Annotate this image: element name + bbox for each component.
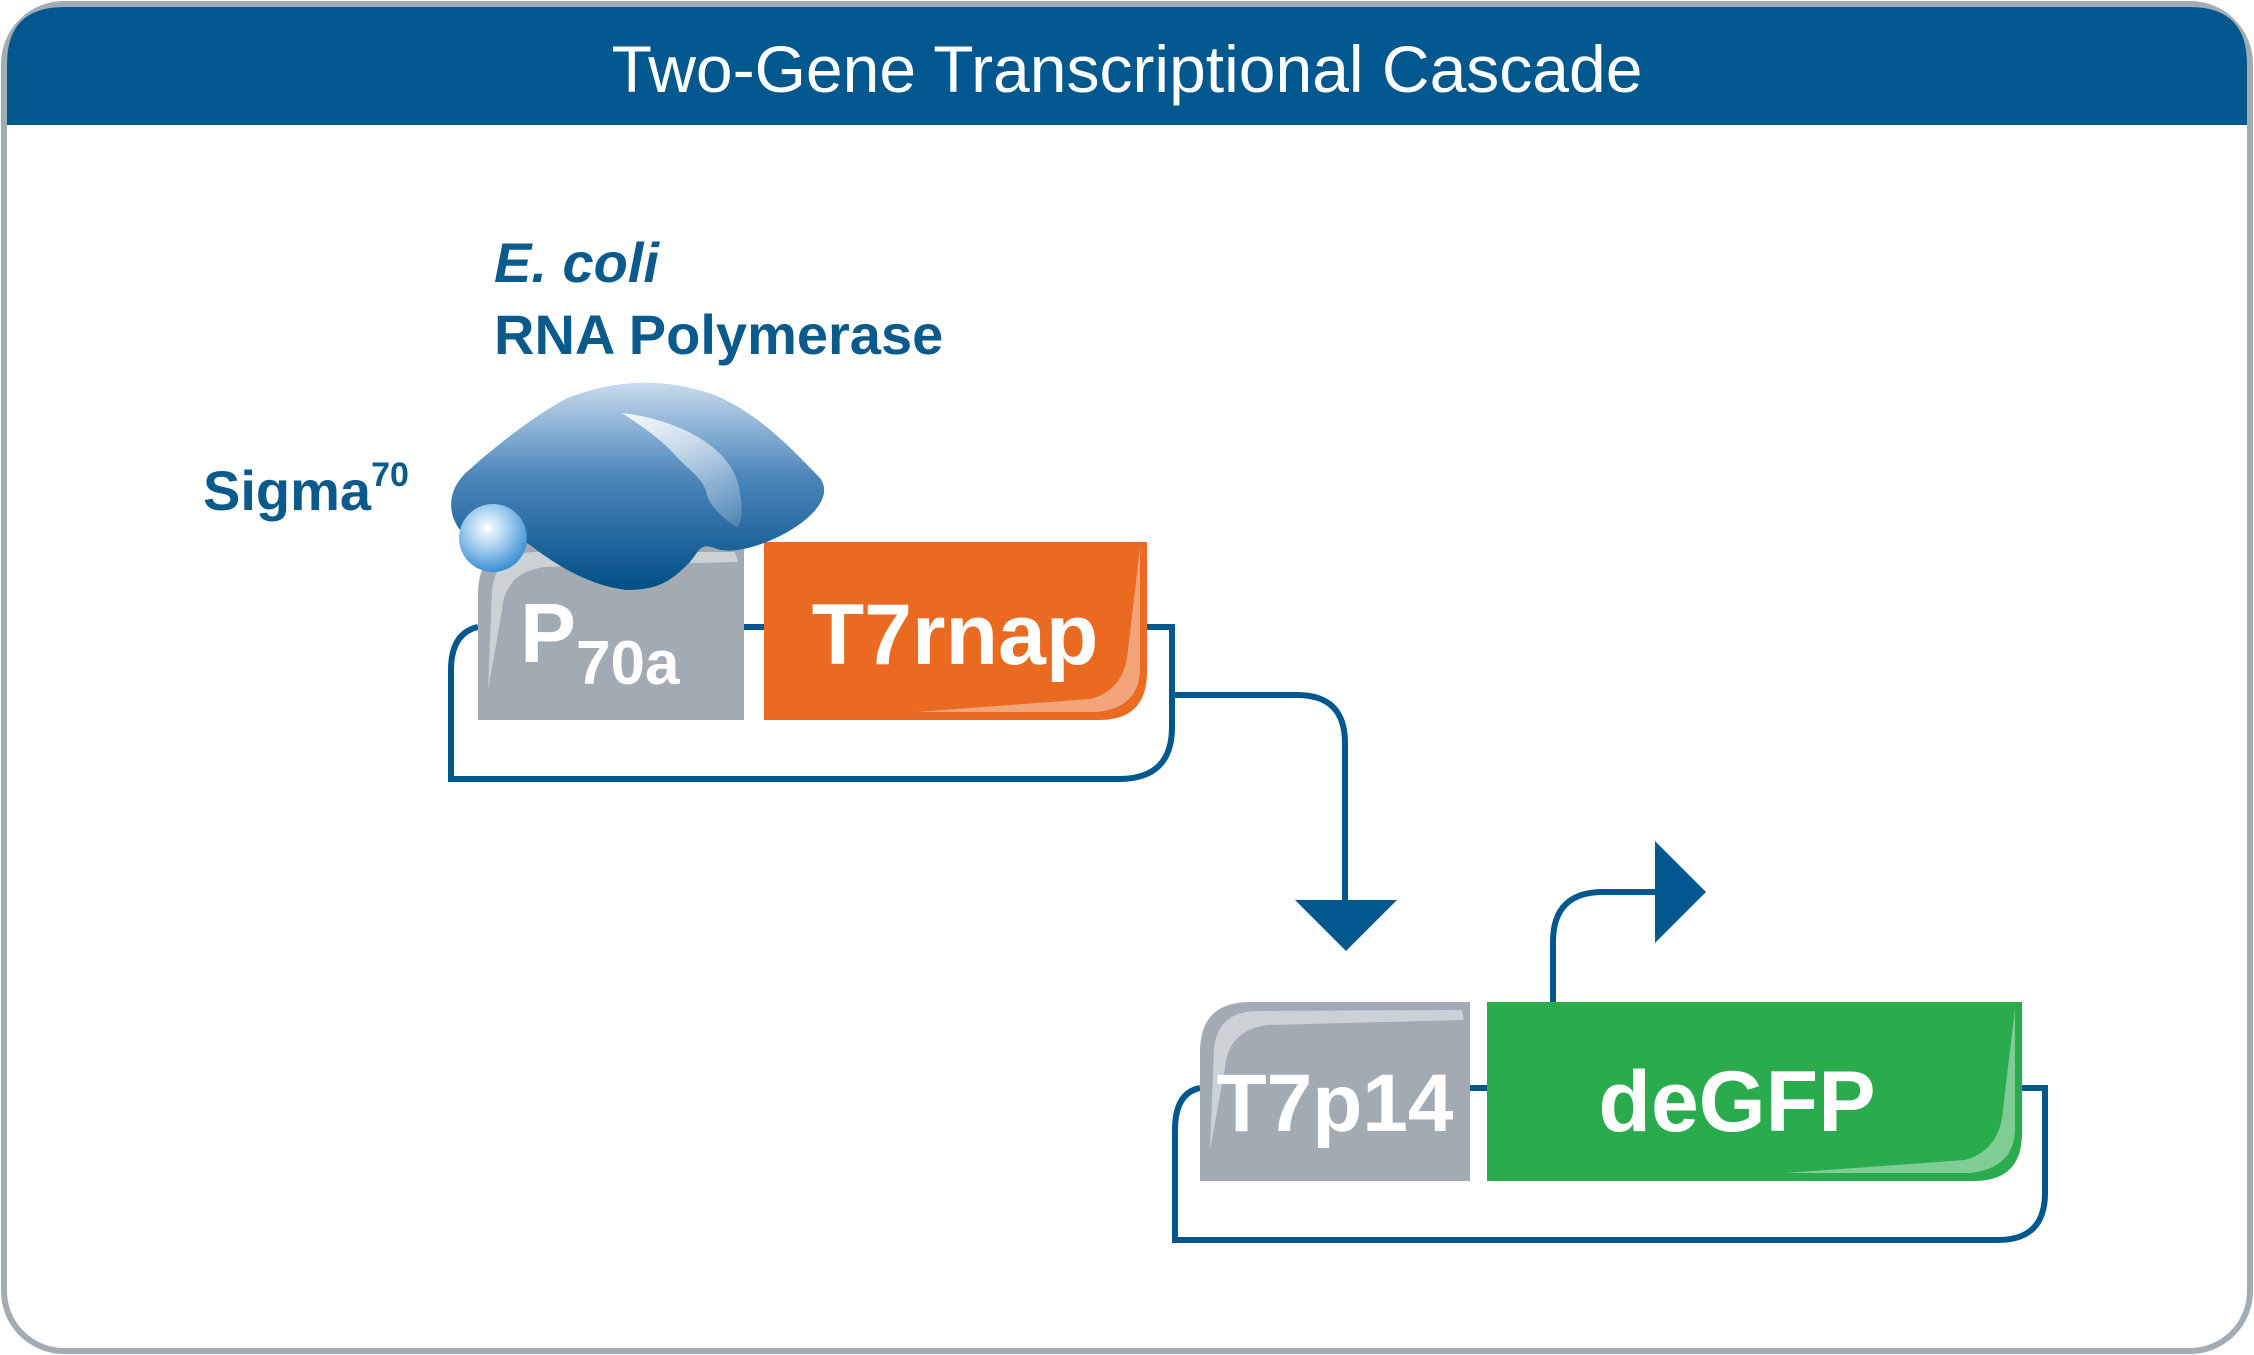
down-arrow-icon [1295, 900, 1397, 951]
gene-degfp: deGFP [1487, 1002, 2022, 1181]
promoter-1-label: P [520, 586, 576, 680]
promoter-p70a: P70a [478, 542, 744, 720]
gene-2-label: deGFP [1598, 1054, 1875, 1150]
promoter-2-label: T7p14 [1217, 1058, 1454, 1149]
activation-connector [1172, 692, 1348, 900]
rna-polymerase-icon [451, 382, 825, 590]
transcription-start-line [1550, 889, 1655, 1002]
promoter-1-subscript: 70a [576, 629, 680, 698]
organism-label: E. coli [494, 231, 660, 294]
promoter-t7p14: T7p14 [1200, 1002, 1470, 1181]
dna-loop-2 [1172, 1085, 2048, 1243]
header-banner [7, 7, 2247, 125]
svg-text:P70a: P70a [520, 586, 680, 698]
polymerase-label: RNA Polymerase [494, 303, 943, 366]
sigma-factor-icon [459, 504, 527, 572]
diagram-title: Two-Gene Transcriptional Cascade [612, 32, 1643, 106]
gene-t7rnap: T7rnap [764, 542, 1147, 720]
gene-1-label: T7rnap [812, 587, 1099, 683]
sigma-label: Sigma70 [203, 456, 409, 522]
sigma-superscript: 70 [371, 456, 409, 494]
right-arrow-icon [1655, 841, 1706, 943]
polymerase-highlight [622, 413, 742, 527]
dna-loop-1 [448, 624, 1175, 782]
